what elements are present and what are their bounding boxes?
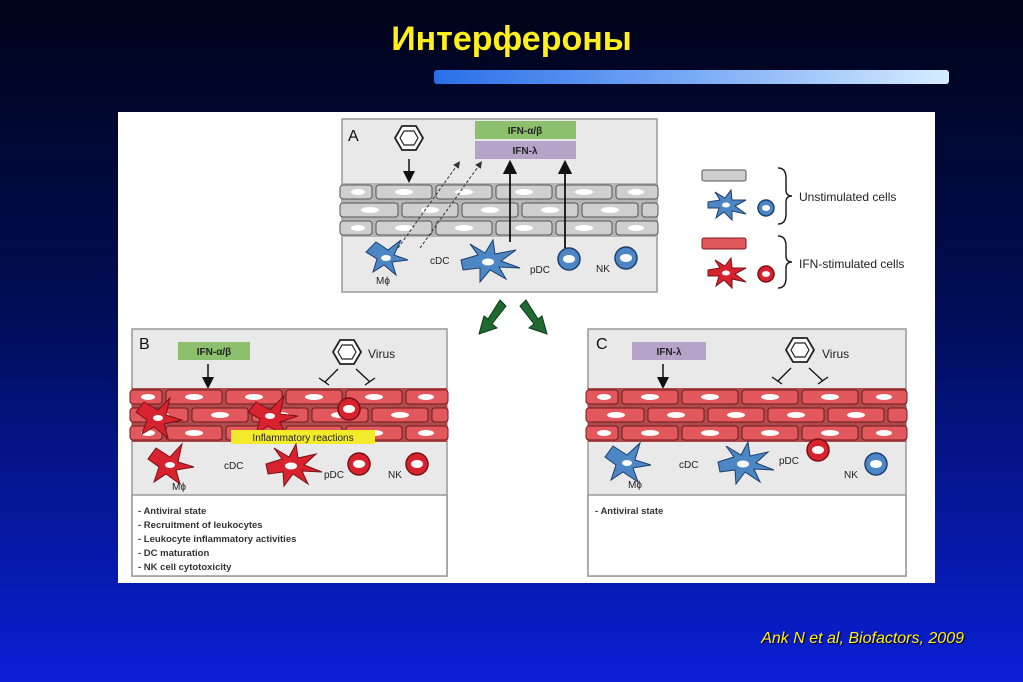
panel-a-mphi-label: Mϕ — [376, 276, 390, 287]
legend-blue-dc-icon — [707, 188, 747, 222]
panel-c-ifn-label: IFN-λ — [657, 347, 682, 358]
panel-b-nk-label: NK — [388, 470, 402, 481]
panel-b-inhibit-right — [355, 368, 376, 386]
legend-unstimulated-label: Unstimulated cells — [799, 190, 896, 204]
panel-b-effect-item: - NK cell cytotoxicity — [138, 562, 232, 573]
panel-b-cdc-label: cDC — [224, 461, 243, 472]
panel-b-pdc-label: pDC — [324, 470, 344, 481]
green-arrow-left — [478, 299, 507, 335]
panel-b-effect-item: - Recruitment of leukocytes — [138, 520, 263, 531]
title-underline-bar — [434, 70, 949, 84]
legend-stimulated-label: IFN-stimulated cells — [799, 257, 904, 271]
legend-bracket-top — [777, 167, 793, 225]
panel-c-letter: C — [596, 336, 608, 353]
legend-red-cell — [701, 237, 747, 250]
ifn-alpha-beta-box — [475, 121, 576, 139]
panel-b-mphi-label: Mϕ — [172, 482, 186, 493]
panel-b-nk — [405, 452, 429, 476]
legend: Unstimulated cells IFN-stimulated cells — [701, 167, 904, 290]
panel-c-ifn-box — [632, 342, 706, 360]
panel-b-virus-label: Virus — [368, 347, 395, 361]
dashed-arrow-2 — [419, 161, 483, 249]
panel-a-cdc-label: cDC — [430, 256, 449, 267]
legend-bracket-bottom — [777, 235, 793, 289]
panel-a: A IFN-α/β IFN-λ — [339, 118, 659, 293]
interferon-figure: A IFN-α/β IFN-λ — [118, 112, 935, 583]
panel-a-letter: A — [348, 128, 359, 145]
panel-b-virus-icon — [331, 339, 363, 365]
panel-c-epithelium-stimulated — [585, 388, 908, 442]
legend-red-dc-icon — [707, 256, 747, 290]
inflammatory-reactions-label: Inflammatory reactions — [252, 433, 353, 444]
panel-b-effect-item: - Leukocyte inflammatory activities — [138, 534, 296, 545]
panel-c-nk — [864, 452, 888, 476]
panel-c-inhibit-left — [771, 367, 792, 385]
ifn-alpha-beta-label: IFN-α/β — [508, 126, 542, 137]
panel-a-nk-label: NK — [596, 264, 610, 275]
panel-a-pdc-label: pDC — [530, 265, 550, 276]
macrophage-unstimulated — [365, 239, 409, 277]
legend-gray-cell — [701, 169, 747, 182]
branch-arrows — [478, 299, 548, 335]
panel-c-pdc — [806, 438, 830, 462]
panel-c-macrophage — [604, 441, 652, 484]
panel-b-infiltrating-round-cell — [337, 397, 361, 421]
panel-c-pdc-label: pDC — [779, 456, 799, 467]
panel-c-virus-label: Virus — [822, 347, 849, 361]
panel-b-pdc — [347, 452, 371, 476]
inflammatory-reactions-box — [231, 430, 375, 444]
panel-b-ifn-label: IFN-α/β — [197, 347, 231, 358]
panel-b-cdc — [265, 442, 323, 488]
citation: Ank N et al, Biofactors, 2009 — [761, 630, 964, 647]
panel-c-nk-label: NK — [844, 470, 858, 481]
panel-b-macrophage — [147, 442, 195, 486]
dashed-arrow-1 — [397, 161, 461, 249]
panel-c-cdc-label: cDC — [679, 460, 698, 471]
green-arrow-right — [519, 299, 548, 335]
panel-b-effect-item: - DC maturation — [138, 548, 209, 559]
panel-b-inhibit-left — [318, 368, 339, 386]
panel-c-inhibit-right — [808, 367, 829, 385]
epithelium-unstimulated — [339, 183, 659, 237]
pdc-unstimulated — [557, 247, 581, 271]
ifn-lambda-box — [475, 141, 576, 159]
panel-c-cdc — [717, 440, 775, 486]
figure-svg: A IFN-α/β IFN-λ — [129, 118, 908, 577]
virus-icon — [393, 125, 425, 151]
panel-b: B IFN-α/β Virus — [129, 328, 449, 577]
panel-b-ifn-box — [178, 342, 250, 360]
nk-unstimulated — [614, 246, 638, 270]
panel-c-effect-item: - Antiviral state — [595, 506, 663, 517]
cdc-unstimulated — [460, 238, 521, 284]
panel-b-infiltrating-dc — [247, 394, 299, 438]
panel-c-mphi-label: Mϕ — [628, 480, 642, 491]
ifn-lambda-label: IFN-λ — [513, 146, 538, 157]
panel-c-virus-icon — [784, 337, 816, 363]
panel-b-effects-list: - Antiviral state - Recruitment of leuko… — [138, 506, 296, 573]
panel-b-effect-item: - Antiviral state — [138, 506, 206, 517]
slide-title: Интерфероны — [391, 20, 632, 58]
panel-b-infiltrating-macrophage — [135, 396, 184, 440]
panel-c: C IFN-λ Virus Mϕ — [585, 328, 908, 577]
panel-b-letter: B — [139, 336, 150, 353]
